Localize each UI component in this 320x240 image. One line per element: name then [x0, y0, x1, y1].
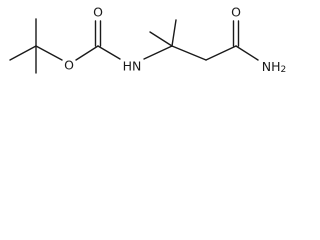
ester-oxygen-label: O — [64, 58, 74, 73]
amide-nitrogen-label: NH2 — [262, 59, 286, 76]
bond-nitrogen-to-quaternary-carbon — [143, 45, 173, 60]
bond-quaternary-to-methylene — [171, 45, 207, 61]
bond-tbu-to-ester-oxygen — [35, 45, 63, 61]
bond-quaternary-methyl-up — [171, 19, 177, 47]
carbonyl-oxygen-label: O — [93, 5, 103, 20]
bond-ester-oxygen-to-carbonyl-carbon — [75, 45, 99, 61]
bond-amide-carbon-to-nitrogen — [235, 45, 259, 61]
amine-nitrogen-label: HN — [123, 59, 142, 74]
bond-tbu-methyl-left — [9, 45, 37, 61]
bond-quaternary-methyl-left — [149, 31, 173, 47]
amide-nitrogen-subscript: 2 — [281, 65, 287, 75]
structural-formula: O O HN O NH2 — [9, 5, 286, 76]
amide-nitrogen-prefix: NH — [262, 59, 281, 74]
bond-methylene-to-amide-carbon — [205, 45, 237, 61]
amide-oxygen-label: O — [231, 5, 241, 20]
bond-carbonyl-to-nitrogen — [97, 45, 121, 60]
